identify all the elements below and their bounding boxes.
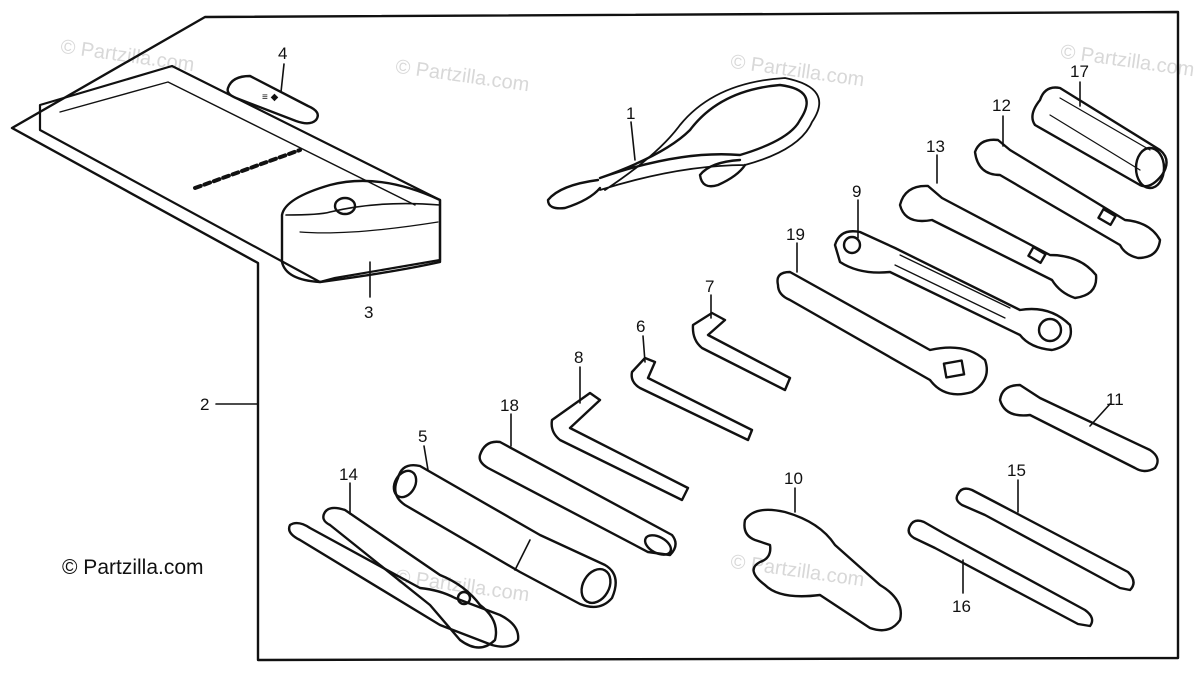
callout-14: 14 — [339, 465, 358, 484]
callout-15: 15 — [1007, 461, 1026, 480]
callout-3: 3 — [364, 303, 374, 322]
part-13-wrench — [898, 184, 1098, 300]
part-14-pliers — [287, 506, 520, 649]
callout-4: 4 — [278, 44, 288, 63]
part-15-screwdriver — [955, 487, 1135, 592]
leader-lines — [215, 63, 1111, 594]
callout-18: 18 — [500, 396, 519, 415]
part-5-box-spanner — [392, 464, 617, 609]
part-8-hex-key — [550, 391, 690, 502]
part-4-sticker: ≡ ◆ — [226, 74, 319, 125]
tool-bag — [38, 64, 442, 284]
callout-2: 2 — [200, 395, 210, 414]
callout-13: 13 — [926, 137, 945, 156]
callout-11: 11 — [1106, 390, 1124, 409]
callout-16: 16 — [952, 597, 971, 616]
part-9-wrench — [833, 230, 1073, 352]
part-6-hex-key — [630, 356, 754, 442]
part-10-spanner — [743, 508, 902, 632]
kit-frame — [10, 10, 1180, 662]
callout-8: 8 — [574, 348, 584, 367]
part-11-wrench — [998, 383, 1159, 473]
callout-5: 5 — [418, 427, 428, 446]
svg-text:≡ ◆: ≡ ◆ — [262, 92, 279, 103]
part-18-handle — [478, 440, 677, 557]
callout-10: 10 — [784, 469, 803, 488]
callout-12: 12 — [992, 96, 1011, 115]
copyright-text: © Partzilla.com — [62, 556, 204, 579]
callout-17: 17 — [1070, 62, 1089, 81]
part-17-socket — [1031, 86, 1168, 190]
part-7-hex-key — [691, 311, 792, 392]
part-12-wrench — [973, 138, 1162, 260]
callout-1: 1 — [626, 104, 636, 123]
callout-19: 19 — [786, 225, 805, 244]
part-1-cable — [546, 77, 821, 210]
callout-7: 7 — [705, 277, 715, 296]
callout-9: 9 — [852, 182, 862, 201]
part-19-bar — [776, 270, 989, 396]
part-16-screwdriver — [907, 519, 1094, 628]
callout-6: 6 — [636, 317, 646, 336]
